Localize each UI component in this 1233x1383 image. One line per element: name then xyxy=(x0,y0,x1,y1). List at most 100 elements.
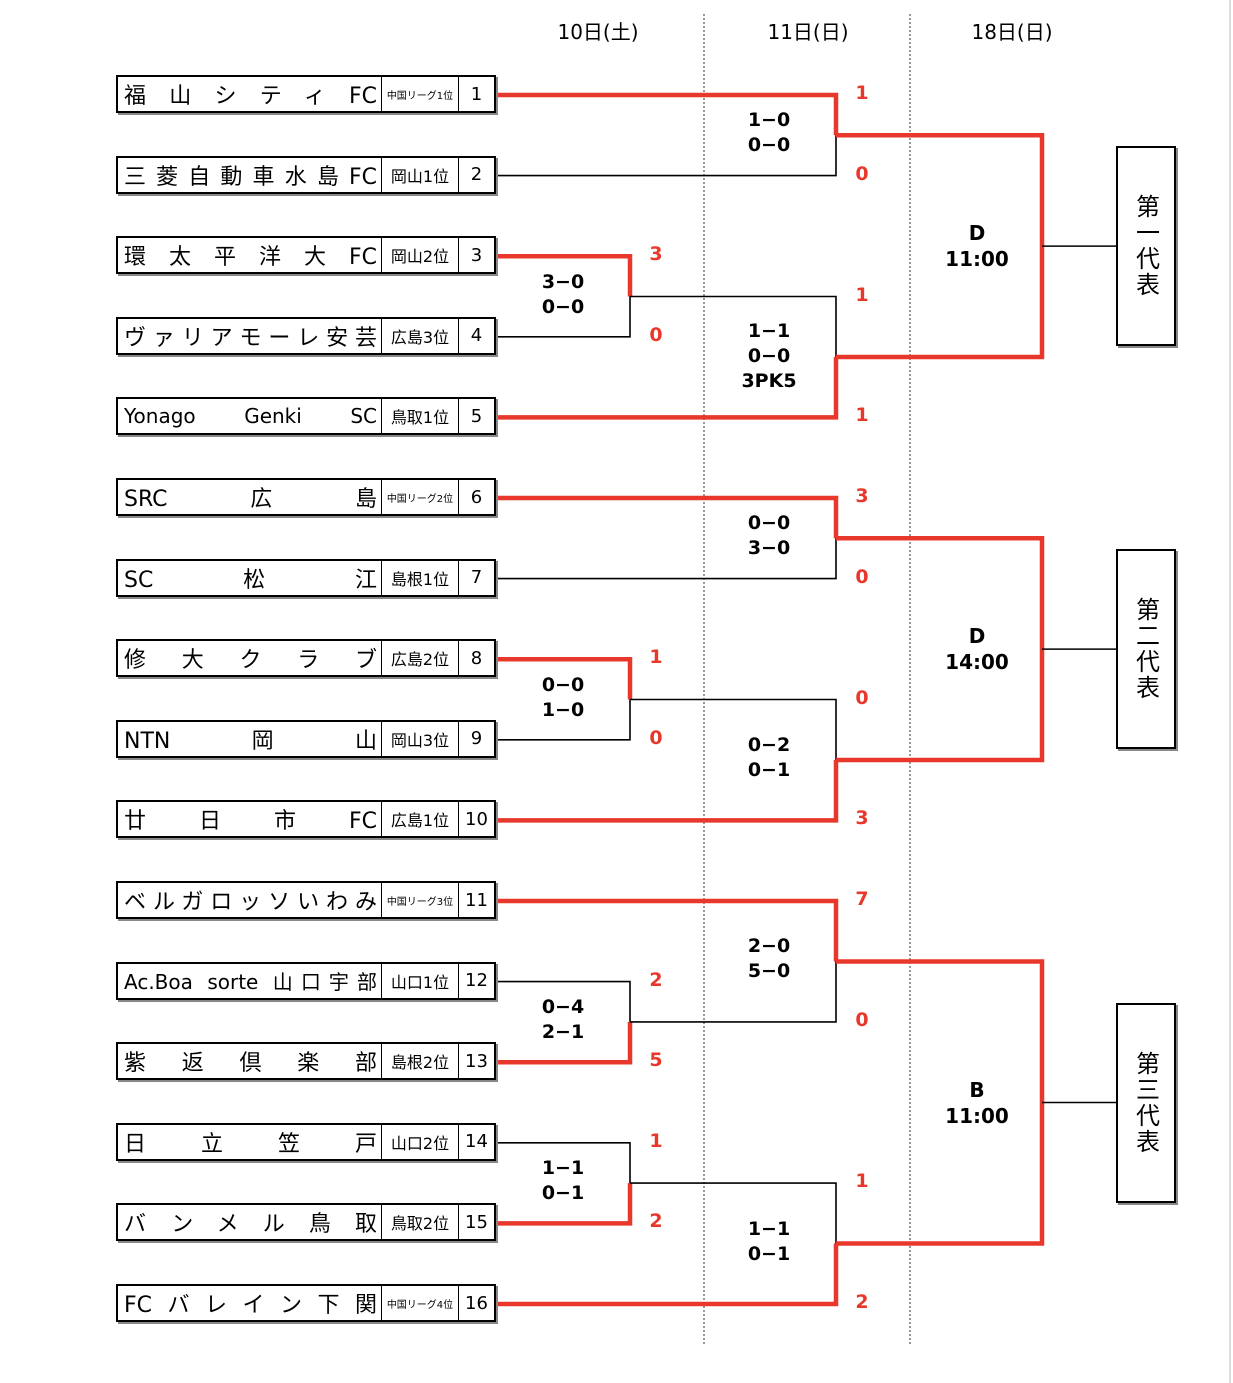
round1-second-half: 2−1 xyxy=(541,1020,585,1043)
team-name-cell: バンメル鳥取 xyxy=(118,1205,382,1240)
round2-score-bottom: 2 xyxy=(855,1291,869,1313)
round2-line-top xyxy=(498,495,839,539)
round1-line-top xyxy=(498,1142,631,1184)
team-seed-number: 16 xyxy=(465,1292,488,1314)
round1-line-bottom xyxy=(498,1183,633,1226)
team-name-cell: 廿日市FC xyxy=(118,802,382,837)
round2-score-top: 0 xyxy=(855,686,869,709)
round2-line-bottom xyxy=(498,356,839,420)
team-seed-number: 2 xyxy=(470,164,483,186)
round1-score-top: 1 xyxy=(649,646,663,669)
team-seed-number: 8 xyxy=(470,647,483,669)
final-kickoff-time: 11:00 xyxy=(945,247,1009,272)
team-name-cell: Yonago Genki SC xyxy=(118,399,382,434)
team-seed-number: 12 xyxy=(465,970,488,992)
final-venue: B xyxy=(969,1077,985,1102)
round2-first-half: 0−0 xyxy=(747,512,791,535)
round1-line-bottom xyxy=(498,1021,633,1065)
team-qualification: 中国リーグ2位 xyxy=(382,480,459,514)
day-header-round1: 10日(土) xyxy=(557,20,639,44)
round1-score-top: 3 xyxy=(649,243,663,266)
round2-line-bottom xyxy=(498,538,837,580)
representative-label: 第一代表 xyxy=(1131,194,1160,299)
round1-first-half: 1−1 xyxy=(541,1157,585,1180)
team-seed-number: 3 xyxy=(470,244,483,266)
round1-score-bottom: 0 xyxy=(649,726,663,749)
team-name-cell: ベルガロッソいわみ xyxy=(118,883,382,917)
round2-line-bottom xyxy=(498,1243,839,1307)
round2-score-top: 1 xyxy=(855,283,869,306)
round1-line-bottom xyxy=(498,296,631,338)
team-qualification: 中国リーグ4位 xyxy=(382,1286,459,1320)
team-seed-number: 10 xyxy=(465,808,488,830)
team-seed-number: 1 xyxy=(470,83,483,105)
round2-first-half: 1−1 xyxy=(747,1217,791,1240)
team-seed-number: 11 xyxy=(465,889,488,911)
team-name-cell: 三菱自動車水島FC xyxy=(118,157,382,192)
round2-line-top xyxy=(630,1182,837,1244)
team-name: Yonago Genki SC xyxy=(124,404,377,429)
round2-line-top xyxy=(498,898,839,962)
team-seed-number: 4 xyxy=(470,325,483,347)
team-seed-number: 9 xyxy=(470,728,483,750)
team-name-cell: 紫返倶楽部 xyxy=(118,1044,382,1079)
final-venue: D xyxy=(968,624,986,649)
round1-score-bottom: 5 xyxy=(649,1049,663,1072)
representative-box: 第三代表 xyxy=(1116,1002,1176,1203)
representative-label: 第二代表 xyxy=(1131,597,1160,702)
team-name: FCバレイン下関 xyxy=(124,1293,377,1318)
day-header-final: 18日(日) xyxy=(971,20,1053,44)
round2-second-half: 3−0 xyxy=(747,537,791,560)
round2-score-bottom: 0 xyxy=(855,162,869,185)
day-header-round2: 11日(日) xyxy=(767,20,849,44)
round2-line-top xyxy=(630,698,837,760)
team-name: 廿日市FC xyxy=(124,809,377,835)
team-name: NTN岡山 xyxy=(124,728,377,754)
round2-first-half: 1−1 xyxy=(747,319,791,342)
team-name: バンメル鳥取 xyxy=(124,1212,377,1238)
final-venue: D xyxy=(968,221,986,246)
final-kickoff-time: 11:00 xyxy=(945,1103,1009,1128)
team-name-cell: Ac.Boa sorte 山口宇部 xyxy=(118,963,382,998)
team-seed-number: 5 xyxy=(470,405,483,427)
round1-second-half: 0−0 xyxy=(541,295,585,318)
round2-line-top xyxy=(630,295,837,357)
team-seed-number: 13 xyxy=(465,1050,488,1072)
team-qualification: 岡山1位 xyxy=(382,157,459,192)
round2-second-half: 0−1 xyxy=(747,1242,791,1265)
team-name-cell: SRC広島 xyxy=(118,480,382,514)
team-name: ベルガロッソいわみ xyxy=(124,890,377,915)
round1-line-top xyxy=(498,980,631,1022)
team-entry: 修大クラブ広島2位 8 xyxy=(116,639,496,678)
round2-line-bottom xyxy=(498,759,839,823)
team-name-cell: 日立笠戸 xyxy=(118,1124,382,1159)
representative-label: 第三代表 xyxy=(1131,1050,1160,1155)
final-kickoff-time: 14:00 xyxy=(945,650,1009,675)
representative-box: 第二代表 xyxy=(1116,549,1176,750)
round2-line-bottom xyxy=(498,135,837,177)
round2-score-top: 3 xyxy=(855,485,869,507)
team-name: 修大クラブ xyxy=(124,648,377,674)
round2-score-bottom: 0 xyxy=(855,565,869,588)
team-entry: FCバレイン下関中国リーグ4位 16 xyxy=(116,1284,496,1322)
team-qualification: 広島2位 xyxy=(382,641,459,676)
round2-score-bottom: 0 xyxy=(855,1008,869,1031)
round1-first-half: 0−0 xyxy=(541,673,585,696)
round1-first-half: 3−0 xyxy=(541,270,585,293)
round1-line-top xyxy=(498,656,633,700)
team-qualification: 山口2位 xyxy=(382,1124,459,1159)
round1-score-bottom: 2 xyxy=(649,1210,663,1233)
team-name-cell: 修大クラブ xyxy=(118,641,382,676)
round2-second-half: 0−1 xyxy=(747,758,791,781)
team-qualification: 島根1位 xyxy=(382,560,459,595)
